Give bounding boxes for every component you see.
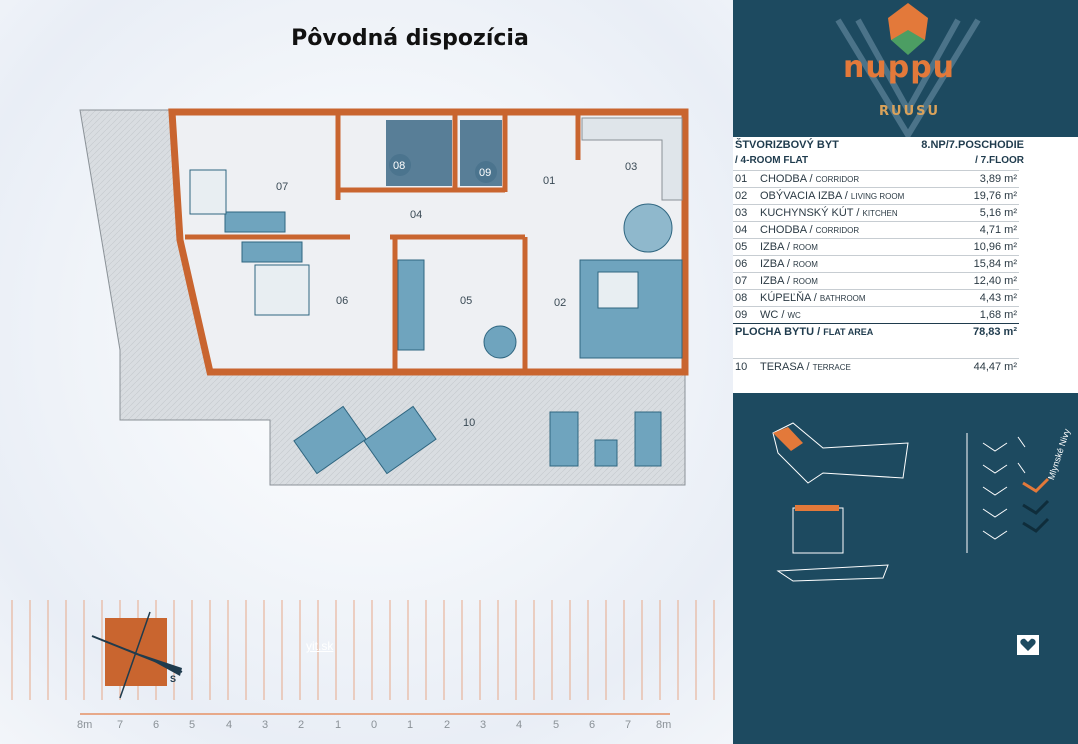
logo-mark	[835, 3, 981, 137]
compass-letter: S	[170, 674, 176, 684]
table-row: 01 CHODBA / CORRIDOR 3,89 m²	[733, 170, 1019, 188]
scale-label: 5	[553, 719, 559, 731]
scale-label: 4	[516, 719, 522, 731]
table-row: 07 IZBA / ROOM 12,40 m²	[733, 272, 1019, 290]
scale-label: 7	[117, 719, 123, 731]
scale-label: 8m	[656, 719, 671, 731]
scale-label: 2	[444, 719, 450, 731]
furniture	[189, 169, 683, 475]
scale-label: 6	[153, 719, 159, 731]
table-row: 06 IZBA / ROOM 15,84 m²	[733, 255, 1019, 273]
scale-label: 4	[226, 719, 232, 731]
room-07-label: 07	[276, 181, 288, 193]
room-05-label: 05	[460, 295, 472, 307]
outer-walls	[168, 108, 689, 376]
footer	[733, 593, 1078, 744]
flat-type-en: / 4-ROOM FLAT	[735, 155, 809, 166]
scale-label: 1	[407, 719, 413, 731]
table-row: 03 KUCHYNSKÝ KÚT / KITCHEN 5,16 m²	[733, 204, 1019, 222]
compass: S	[91, 611, 183, 699]
flat-floor-en: / 7.FLOOR	[975, 155, 1024, 166]
scale-label: 3	[480, 719, 486, 731]
room-04-label: 04	[410, 209, 422, 221]
heart-icon	[1017, 635, 1039, 655]
terrace-row: 10 TERASA / TERRACE 44,47 m²	[733, 358, 1019, 376]
total-row: PLOCHA BYTU / FLAT AREA 78,83 m²	[733, 323, 1019, 341]
flat-type: ŠTVORIZBOVÝ BYT	[735, 139, 839, 151]
room-03-label: 03	[625, 161, 637, 173]
floorplan-panel: Pôvodná dispozícia	[0, 0, 733, 744]
room-09-label: 09	[479, 167, 491, 179]
room-02-label: 02	[554, 297, 566, 309]
table-row: 02 OBÝVACIA IZBA / LIVING ROOM 19,76 m²	[733, 187, 1019, 205]
inner-walls	[185, 114, 581, 372]
table-row: 04 CHODBA / CORRIDOR 4,71 m²	[733, 221, 1019, 239]
info-panel: nuppu RUUSU ŠTVORIZBOVÝ BYT 8.NP/7.POSCH…	[733, 0, 1078, 744]
table-row: 08 KÚPEĽŇA / BATHROOM 4,43 m²	[733, 289, 1019, 307]
scale-label: 5	[189, 719, 195, 731]
room-08-label: 08	[393, 160, 405, 172]
scale-bar: S 8m 7 6 5 4 3 2 1 0 1 2 3 4 5 6 7 8m	[11, 600, 715, 731]
brand-sub: RUUSU	[879, 104, 941, 119]
room-10-label: 10	[463, 417, 475, 429]
scale-label: 1	[335, 719, 341, 731]
scale-label: 7	[625, 719, 631, 731]
website-link[interactable]: yit.sk	[306, 639, 334, 653]
scale-label: 2	[298, 719, 304, 731]
scale-label: 6	[589, 719, 595, 731]
floor-plan: 01 02 03 04 05 06 07 08 09 10	[79, 108, 689, 486]
site-map	[772, 422, 1050, 582]
room-01-label: 01	[543, 175, 555, 187]
table-row: 05 IZBA / ROOM 10,96 m²	[733, 238, 1019, 256]
scale-label: 0	[371, 719, 377, 731]
page-title: Pôvodná dispozícia	[291, 26, 529, 51]
table-row: 09 WC / WC 1,68 m²	[733, 306, 1019, 324]
room-06-label: 06	[336, 295, 348, 307]
scale-label: 8m	[77, 719, 92, 731]
scale-label: 3	[262, 719, 268, 731]
brand-header: nuppu RUUSU	[733, 0, 1078, 137]
flat-floor: 8.NP/7.POSCHODIE	[921, 139, 1024, 151]
room-table: ŠTVORIZBOVÝ BYT 8.NP/7.POSCHODIE / 4-ROO…	[733, 137, 1078, 393]
brand-name: nuppu	[843, 50, 956, 85]
location-maps	[733, 393, 1078, 593]
